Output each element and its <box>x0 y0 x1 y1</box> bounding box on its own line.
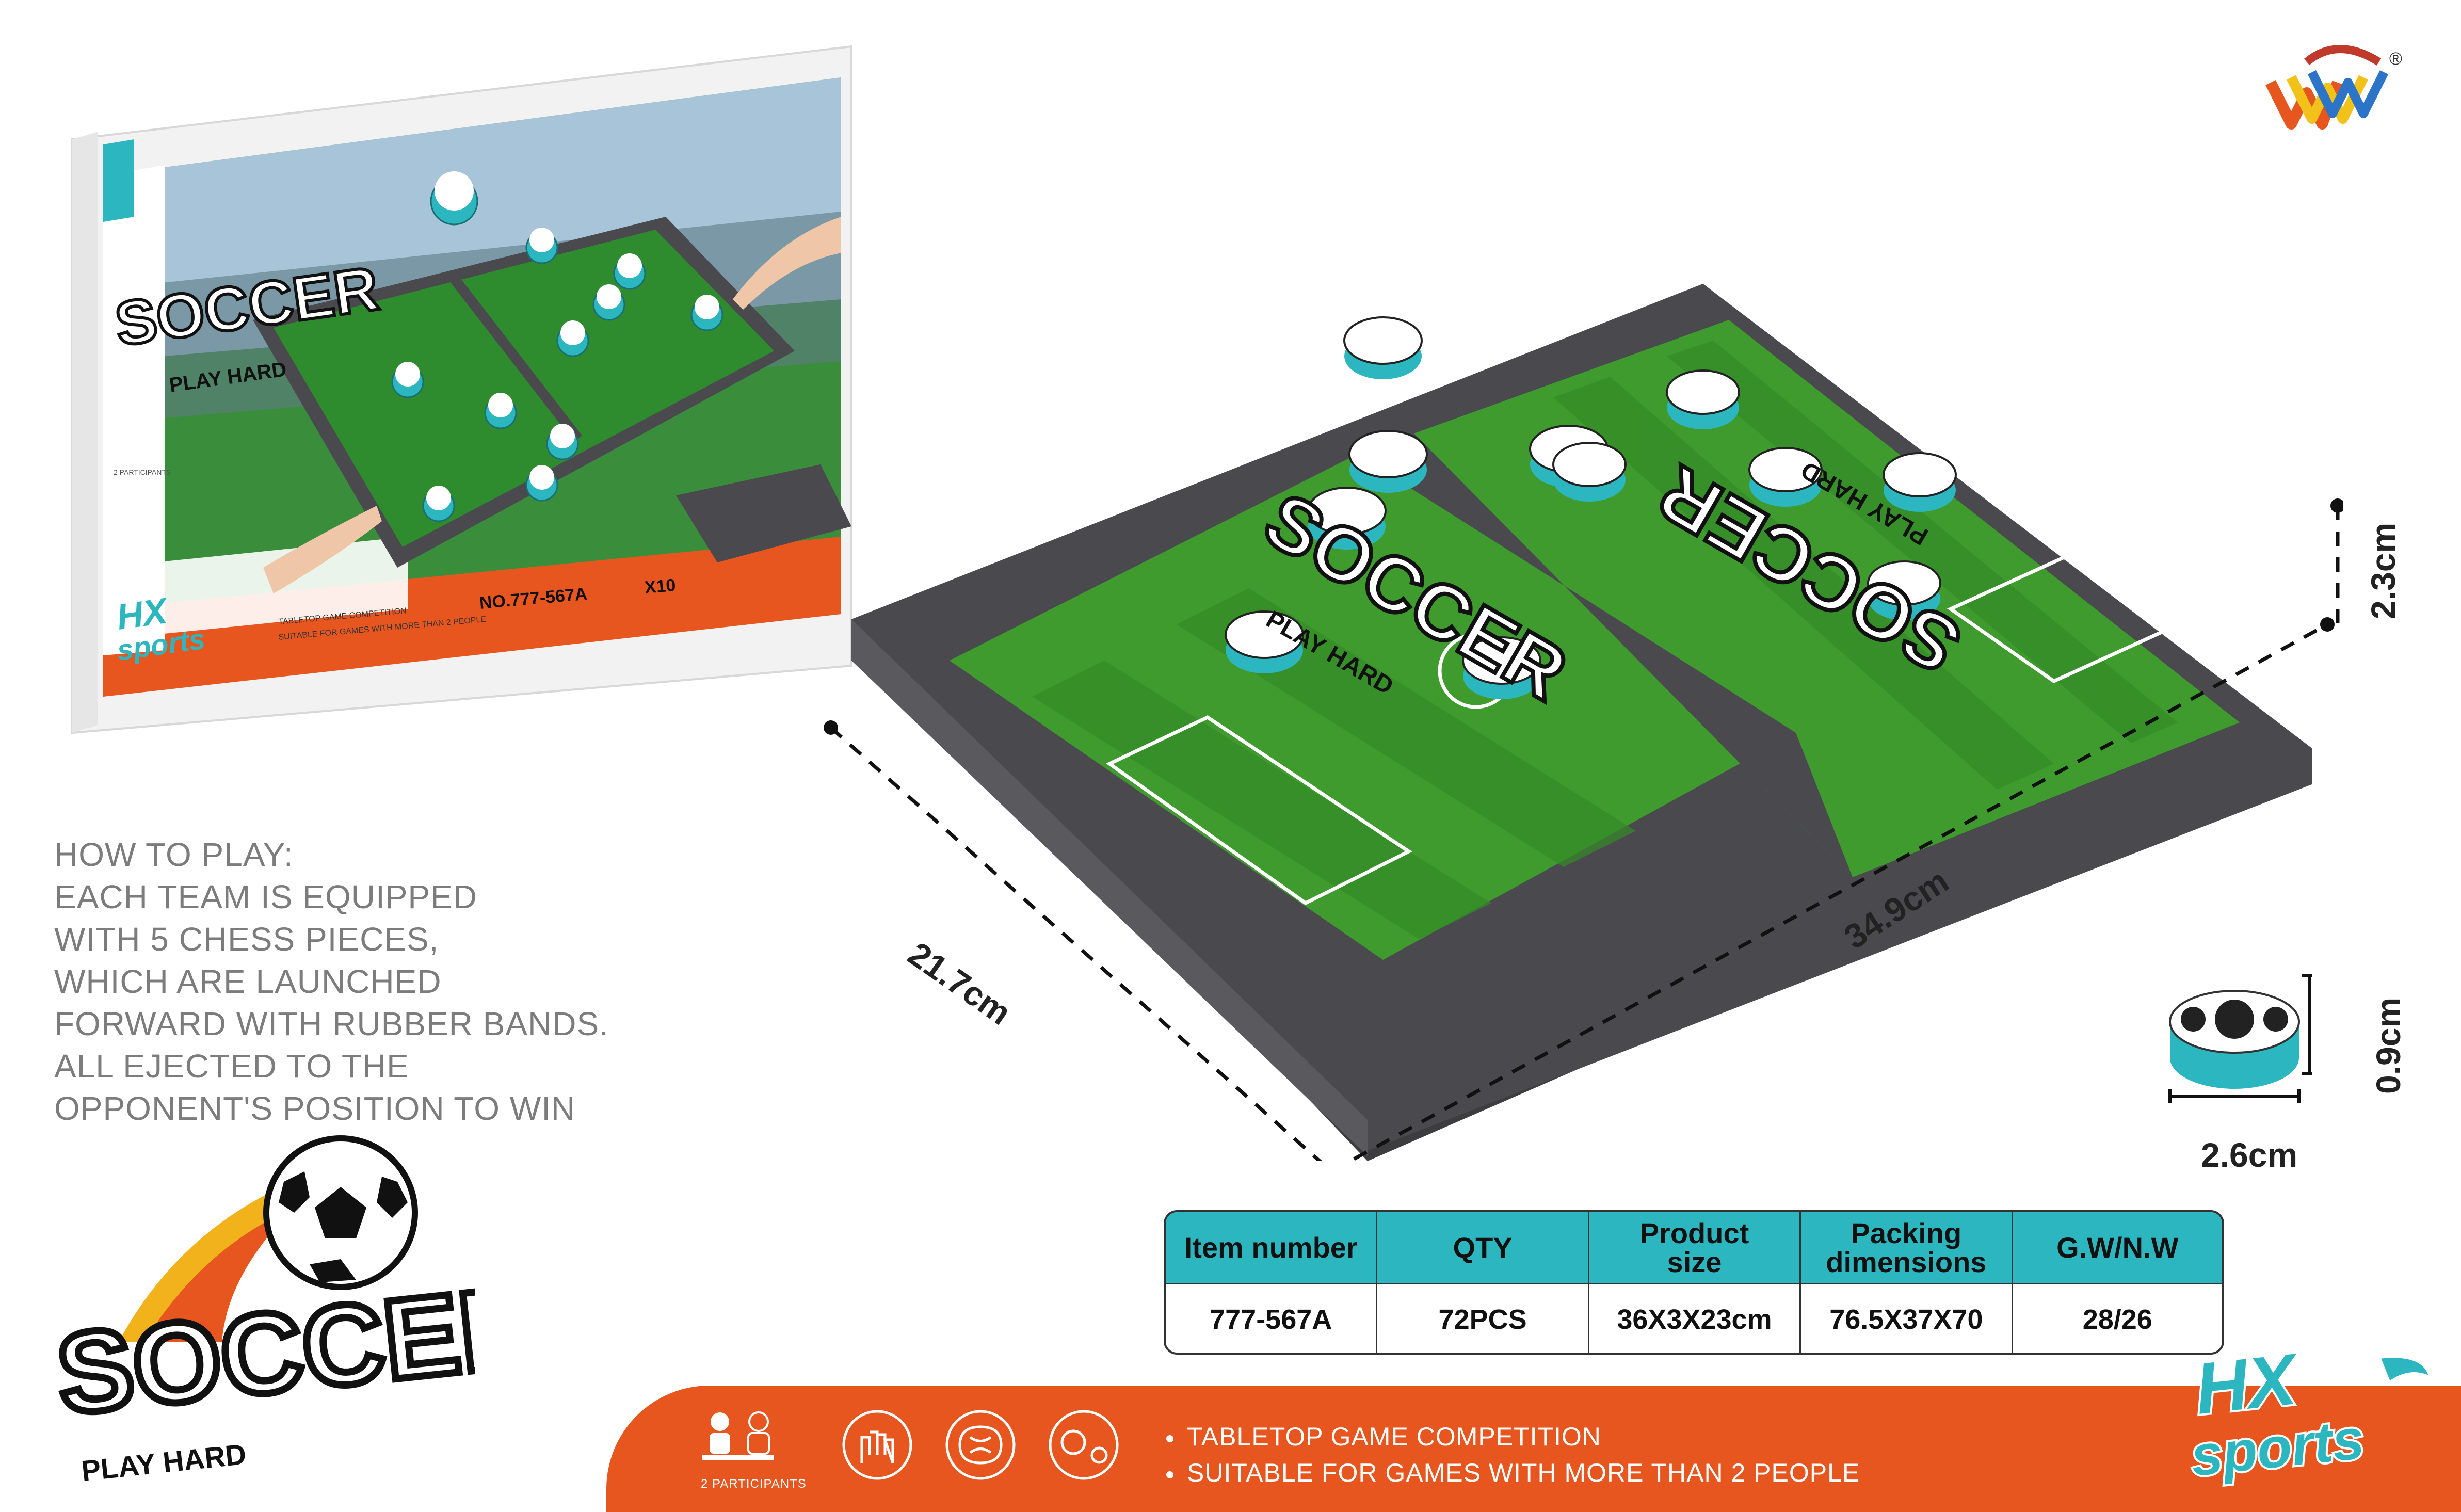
brain-icon <box>945 1410 1016 1480</box>
how-to-play-line: OPPONENT'S POSITION TO WIN <box>54 1090 576 1127</box>
soccer-logo: SOCCER PLAY HARD <box>52 1135 475 1486</box>
feature-item: SUITABLE FOR GAMES WITH MORE THAN 2 PEOP… <box>1166 1458 1860 1488</box>
puck-icon <box>1307 487 1387 550</box>
puck-icon <box>1867 560 1941 620</box>
puck-icon <box>1225 610 1304 673</box>
dimension-puck-height: 0.9cm <box>2369 997 2407 1094</box>
brand-logo: ® <box>2265 45 2402 130</box>
participants-label: 2 PARTICIPANTS <box>701 1477 807 1491</box>
box-participants: 2 PARTICIPANTS <box>114 468 171 476</box>
how-to-play-line: ALL EJECTED TO THE <box>54 1048 409 1085</box>
registered-mark: ® <box>2389 49 2402 69</box>
table-cell: 28/26 <box>2082 1304 2152 1335</box>
puck-dimension-illustration <box>2168 974 2312 1103</box>
feature-item: TABLETOP GAME COMPETITION <box>1166 1422 1601 1452</box>
logo-title: SOCCER <box>52 1261 475 1438</box>
product-box: SOCCER PLAY HARD NO.777-567A X10 2 PARTI… <box>71 45 852 734</box>
how-to-play: HOW TO PLAY: EACH TEAM IS EQUIPPED WITH … <box>54 833 777 1130</box>
dimension-puck-diameter: 2.6cm <box>2201 1136 2298 1174</box>
how-to-play-line: FORWARD WITH RUBBER BANDS. <box>54 1005 609 1042</box>
how-to-play-line: WHICH ARE LAUNCHED <box>54 963 442 1000</box>
participants-icon <box>702 1411 774 1460</box>
table-header-cell: G.W/N.W <box>2056 1231 2179 1264</box>
bullet-icon <box>1166 1435 1173 1442</box>
game-board: SOCCER PLAY HARD SOCCER PLAY HARD <box>824 284 2343 1161</box>
how-to-play-line: HOW TO PLAY: <box>54 836 294 873</box>
table-row: 777-567A 72PCS 36X3X23cm 76.5X37X70 28/2… <box>1166 1284 2222 1353</box>
table-header-cell: Item number <box>1166 1212 1378 1283</box>
hand-icon <box>842 1410 912 1480</box>
puck-icon <box>1552 442 1627 502</box>
hx-sports-logo: HX sports <box>2186 1337 2433 1490</box>
puck-icon <box>1666 369 1740 429</box>
puck-icon <box>1883 452 1957 512</box>
table-cell: 36X3X23cm <box>1589 1284 1801 1353</box>
puck-icon <box>1748 447 1823 507</box>
feature-icons <box>702 1410 1119 1480</box>
table-cell: 777-567A <box>1166 1284 1378 1353</box>
how-to-play-line: EACH TEAM IS EQUIPPED <box>54 878 477 915</box>
dimension-height: 2.3cm <box>2364 522 2402 619</box>
puck-icon <box>1348 430 1428 493</box>
hx-logo-line1: HX <box>2192 1338 2304 1429</box>
how-to-play-line: WITH 5 CHESS PIECES, <box>54 921 439 958</box>
thinking-icon <box>1049 1410 1119 1480</box>
feature-strip <box>606 1386 2461 1512</box>
box-pieces: X10 <box>644 575 677 598</box>
table-header-cell: QTY <box>1377 1212 1589 1283</box>
logo-subtitle: PLAY HARD <box>80 1438 248 1486</box>
bullet-icon <box>1166 1471 1173 1478</box>
puck-icon <box>1343 316 1423 379</box>
box-brand-hx: HX <box>114 590 171 637</box>
puck-icon <box>1462 636 1541 699</box>
table-cell: 72PCS <box>1377 1284 1589 1353</box>
table-cell: 76.5X37X70 <box>1801 1284 2013 1353</box>
